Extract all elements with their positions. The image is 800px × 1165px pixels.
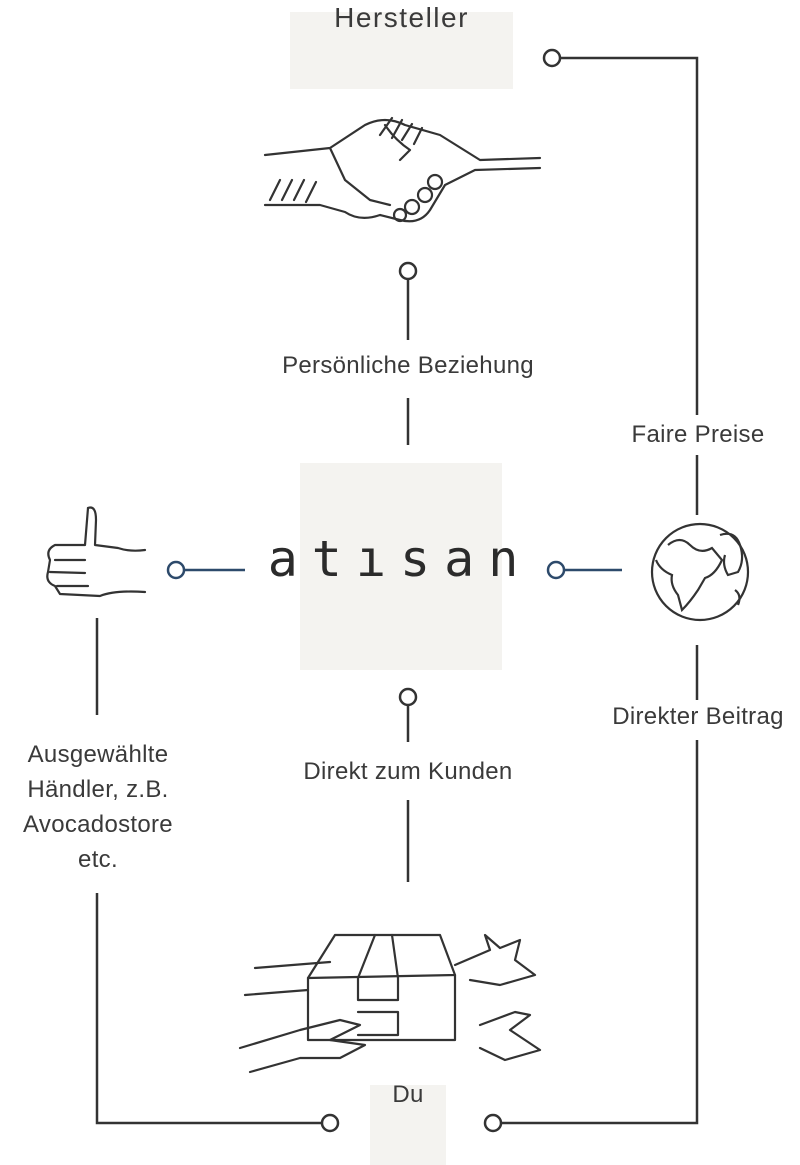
retailers-line: Händler, z.B. (27, 776, 169, 803)
manufacturer-box (290, 12, 513, 89)
node-dot (166, 560, 186, 580)
edge-label-direct-contribution: Direkter Beitrag (612, 703, 784, 730)
retailers-line: Ausgewählte (27, 741, 169, 768)
brand-box (300, 463, 502, 670)
node-dot (398, 261, 418, 281)
brand-logo: atısan (267, 530, 533, 588)
globe-icon (650, 522, 750, 622)
customer-box (370, 1085, 446, 1165)
edge-label-retailers: Ausgewählte Händler, z.B. Avocadostore e… (0, 737, 196, 877)
edge-label-fair-prices: Faire Preise (631, 421, 765, 448)
node-dot (398, 687, 418, 707)
parcel-hands-icon (238, 933, 542, 1074)
handshake-icon (263, 116, 542, 223)
edge-label-direct-to-customer: Direkt zum Kunden (303, 758, 513, 785)
customer-label: Du (392, 1081, 424, 1108)
node-dot (542, 48, 562, 68)
node-dot (483, 1113, 503, 1133)
thumbs-up-icon (46, 506, 147, 598)
retailers-line: etc. (78, 846, 118, 873)
node-dot (546, 560, 566, 580)
edge-label-personal-relationship: Persönliche Beziehung (282, 352, 534, 379)
manufacturer-label: Hersteller (334, 2, 469, 33)
node-dot (320, 1113, 340, 1133)
retailers-line: Avocadostore (23, 811, 173, 838)
